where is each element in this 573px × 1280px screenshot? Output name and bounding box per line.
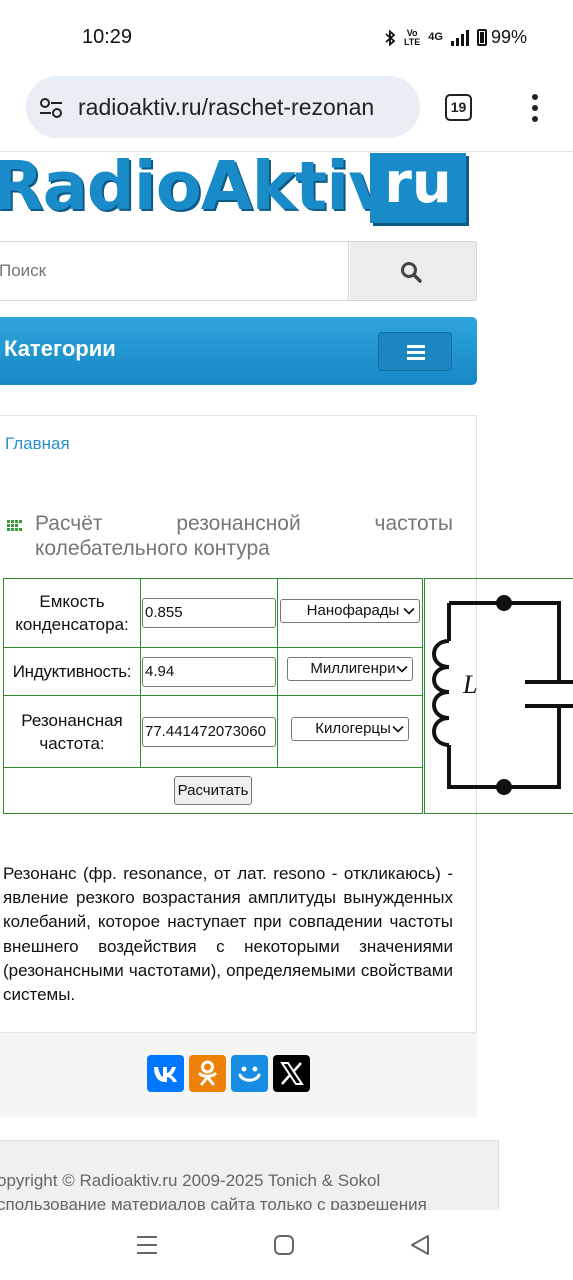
inductance-input[interactable]: 4.94: [142, 656, 276, 687]
search-input[interactable]: [0, 242, 349, 300]
circuit-node-bottom: [496, 779, 512, 795]
categories-bar: Категории: [0, 317, 477, 385]
capacitance-unit-value: Нанофарады: [306, 601, 400, 619]
breadcrumb-home-link[interactable]: Главная: [5, 434, 70, 453]
back-icon[interactable]: [409, 1233, 431, 1257]
search-form: [0, 241, 477, 301]
site-settings-icon[interactable]: [38, 96, 64, 120]
frequency-output-cell: 77.441472073060: [140, 695, 278, 768]
battery-level: 99%: [490, 27, 527, 47]
resonance-description: Резонанс (фр. resonance, от лат. resono …: [3, 864, 453, 1005]
inductance-unit-select[interactable]: Миллигенри: [287, 657, 413, 681]
capacitance-unit-select[interactable]: Нанофарады: [280, 598, 420, 623]
tab-switcher-button[interactable]: 19: [445, 94, 472, 121]
chevron-down-icon: [392, 725, 404, 733]
frequency-unit-cell: Килогерцы: [277, 695, 423, 768]
hamburger-icon: [407, 345, 425, 348]
frequency-unit-select[interactable]: Килогерцы: [291, 717, 409, 741]
browser-menu-icon[interactable]: [531, 94, 539, 122]
resonance-calculator: Емкость конденсатора: 0.855 Нанофарады И…: [3, 578, 573, 814]
search-icon: [401, 262, 422, 283]
capacitance-input-cell: 0.855: [140, 578, 278, 648]
status-time: 10:29: [82, 26, 133, 48]
search-button[interactable]: [350, 242, 476, 300]
inductor-label: L: [462, 670, 477, 699]
lc-circuit-diagram: L: [424, 578, 573, 814]
grid-dots-icon: [7, 520, 22, 531]
inductance-input-cell: 4.94: [140, 647, 278, 696]
capacitance-input[interactable]: 0.855: [142, 598, 276, 628]
categories-title: Категории: [4, 336, 116, 361]
bluetooth-icon: [385, 29, 396, 46]
capacitance-label-cell: Емкость конденсатора:: [3, 578, 141, 648]
url-text[interactable]: radioaktiv.ru/raschet-rezonan: [78, 94, 375, 120]
frequency-unit-value: Килогерцы: [315, 720, 391, 737]
logo-text: RadioAktiv: [0, 153, 392, 225]
frequency-label: Резонансная частота:: [21, 710, 123, 753]
frequency-label-cell: Резонансная частота:: [3, 695, 141, 768]
browser-toolbar: radioaktiv.ru/raschet-rezonan 19: [0, 72, 573, 152]
recent-apps-icon[interactable]: [136, 1234, 158, 1256]
network-type: 4G: [428, 31, 443, 43]
home-icon[interactable]: [273, 1234, 295, 1256]
frequency-output[interactable]: 77.441472073060: [142, 716, 276, 747]
inductance-label: Индуктивность:: [12, 662, 132, 681]
address-bar[interactable]: radioaktiv.ru/raschet-rezonan: [26, 76, 420, 138]
chevron-down-icon: [403, 607, 415, 615]
signal-icon: [450, 29, 469, 46]
title-line-1: Расчёт резонансной частоты: [35, 512, 453, 535]
capacitance-label: Емкость конденсатора:: [15, 592, 129, 634]
inductance-unit-value: Миллигенри: [310, 660, 396, 677]
inductance-label-cell: Индуктивность:: [3, 647, 141, 696]
circuit-node-top: [496, 595, 512, 611]
calculate-cell: Расчитать: [3, 767, 423, 814]
title-line-2: колебательного контура: [35, 537, 270, 560]
system-navigation-bar: [0, 1210, 573, 1280]
calculate-button[interactable]: Расчитать: [173, 776, 253, 805]
chevron-down-icon: [396, 663, 408, 675]
capacitance-unit-cell: Нанофарады: [277, 578, 423, 648]
inductance-unit-cell: Миллигенри: [277, 647, 423, 696]
lc-circuit-svg: L: [432, 595, 573, 795]
categories-menu-button[interactable]: [378, 332, 452, 371]
battery-icon: [476, 29, 487, 46]
logo-domain-box: ru: [370, 153, 466, 223]
